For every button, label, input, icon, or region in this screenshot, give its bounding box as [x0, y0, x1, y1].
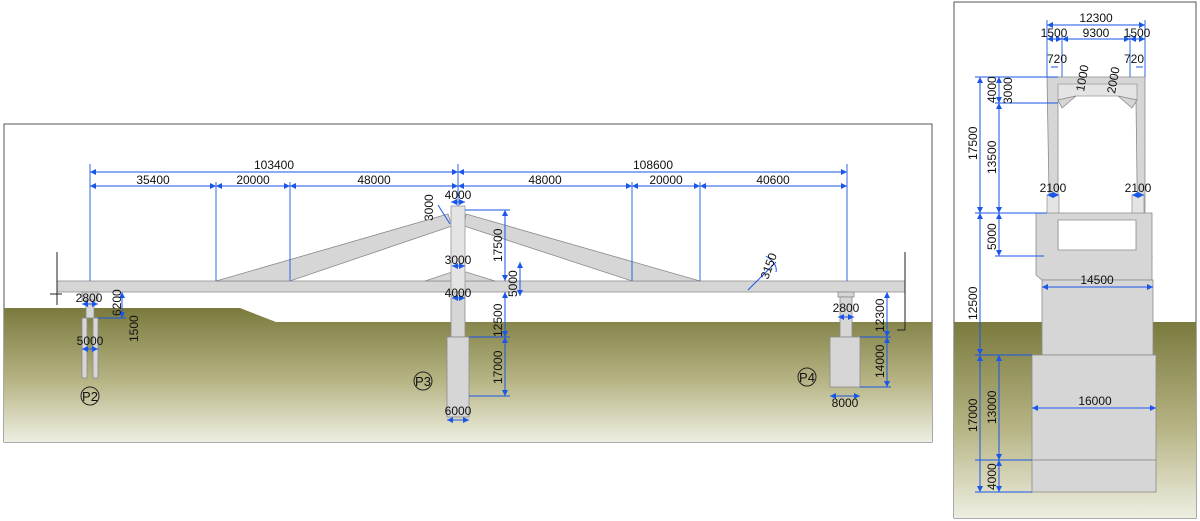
dim-p4-footing-height: 14000	[873, 344, 887, 378]
top-dimensions	[89, 164, 848, 281]
sec-deck-slab: 3000	[1001, 77, 1015, 104]
sec-deck-total: 4000	[985, 76, 999, 103]
center-tower	[450, 205, 466, 293]
sec-footing-width: 16000	[1078, 394, 1112, 408]
dim-p2-pile-width: 5000	[77, 334, 104, 348]
p4-dimensions	[830, 292, 891, 399]
dim-half-left: 103400	[254, 158, 294, 172]
p2-label: P2	[82, 389, 98, 404]
tower-dimensions	[437, 199, 777, 423]
sec-upper-web: 13500	[985, 140, 999, 174]
dim-tower-mid-width: 3000	[445, 253, 472, 267]
dim-p4-top-width: 2800	[833, 301, 860, 315]
section-shaft	[1041, 279, 1154, 356]
dim-tower-height: 17500	[491, 228, 505, 262]
sec-cap-height: 5000	[985, 223, 999, 250]
sec-right-cant: 1500	[1124, 26, 1151, 40]
dim-p4-footing-width: 8000	[832, 396, 859, 410]
p2-pile-right	[92, 317, 99, 379]
sec-top-width: 12300	[1079, 11, 1113, 25]
right-abutment-mark	[897, 252, 906, 331]
dim-seg3: 48000	[357, 173, 391, 187]
sec-right-haunch: 720	[1124, 52, 1144, 66]
p2-dimensions	[82, 292, 126, 352]
haunch-right	[1117, 95, 1138, 109]
p4-footing	[829, 336, 861, 388]
dim-seg1: 35400	[136, 173, 170, 187]
p2-column	[85, 299, 95, 319]
elevation-panel: 103400 108600 35400 20000 48000 48000 20…	[3, 123, 933, 443]
sec-left-haunch: 720	[1047, 52, 1067, 66]
dim-tower-depth: 3000	[422, 194, 436, 221]
section-panel: 12300 1500 9300 1500 720 720 1000 2000 4…	[953, 1, 1197, 519]
sec-upper-total: 17500	[966, 126, 980, 160]
dim-deck-depth: 5000	[506, 270, 520, 297]
sec-base-slab: 4000	[985, 463, 999, 490]
p3-label: P3	[415, 374, 431, 389]
dim-half-right: 108600	[633, 158, 673, 172]
sec-haunch-v1: 1000	[1073, 63, 1091, 92]
dim-p4-height: 12300	[873, 298, 887, 332]
dim-seg5: 20000	[649, 173, 683, 187]
dim-pier-top-width: 4000	[445, 286, 472, 300]
dim-p2-top-width: 2800	[76, 291, 103, 305]
p3-marker	[413, 371, 433, 391]
section-base-slab	[1031, 459, 1157, 493]
sec-footing-height: 13000	[985, 390, 999, 424]
dim-seg4: 48000	[528, 173, 562, 187]
dim-p2-height-b: 1500	[127, 315, 141, 342]
dim-p2-height-a: 6200	[110, 289, 124, 316]
haunch-left	[1057, 95, 1077, 109]
dim-footing-height: 17000	[491, 350, 505, 384]
sec-base-total: 17000	[966, 398, 980, 432]
dim-seg2: 20000	[236, 173, 270, 187]
dim-pier-height: 12500	[491, 303, 505, 337]
p2-pile-left	[81, 317, 88, 379]
dim-seg6: 40600	[756, 173, 790, 187]
sec-mid-width: 9300	[1083, 26, 1110, 40]
p2-marker	[80, 386, 100, 406]
p4-cap	[837, 291, 855, 298]
sec-shaft-width: 14500	[1080, 273, 1114, 287]
section-dimension-lines	[975, 20, 1156, 493]
p4-marker	[797, 367, 817, 387]
sec-left-cant: 1500	[1041, 26, 1068, 40]
sec-haunch-v2: 2000	[1104, 65, 1122, 94]
p4-label: P4	[799, 370, 815, 385]
dim-tower-top-width: 4000	[445, 188, 472, 202]
sec-shaft-height: 12500	[966, 286, 980, 320]
bearing-left	[1046, 194, 1060, 214]
bearing-right	[1131, 194, 1145, 214]
sec-right-step: 2100	[1125, 181, 1152, 195]
girder-deck	[56, 280, 906, 293]
sec-left-step: 2100	[1040, 181, 1067, 195]
dim-footing-width: 6000	[445, 404, 472, 418]
